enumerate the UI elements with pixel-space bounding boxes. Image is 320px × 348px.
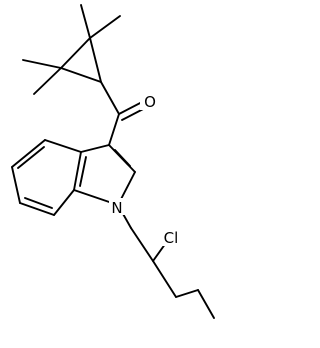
atom-oxygen-background bbox=[140, 92, 158, 110]
atom-chlorine-label: Cl bbox=[164, 229, 179, 247]
bond-benzene-1-double bbox=[79, 156, 87, 187]
atom-nitrogen-background bbox=[109, 198, 125, 215]
bond-methyl-3 bbox=[22, 59, 62, 69]
bond-chain-ch2-ch2 bbox=[175, 289, 199, 298]
bond-benzene-5 bbox=[19, 202, 55, 216]
bond-pyrrole-c3-c2-double bbox=[114, 149, 131, 167]
bond-benzene-5-double bbox=[24, 197, 53, 209]
chemical-structure-diagram: O N Cl bbox=[11, 4, 215, 319]
bond-benzene-4 bbox=[11, 166, 21, 204]
bond-carbonyl-to-indole bbox=[108, 113, 120, 146]
bond-benzene-6 bbox=[53, 189, 75, 216]
bond-benzene-2 bbox=[44, 139, 82, 153]
bonds bbox=[11, 4, 215, 319]
bond-benzene-3 bbox=[11, 139, 46, 168]
atom-chlorine: Cl bbox=[160, 228, 182, 247]
bond-chcl-to-ch2 bbox=[152, 260, 177, 298]
bond-pyrrole-c3a-c3 bbox=[80, 144, 110, 153]
bond-methyl-1 bbox=[80, 4, 91, 39]
bond-ch2-to-chcl bbox=[130, 227, 154, 262]
bond-benzene-1 bbox=[73, 151, 82, 191]
bond-chain-ch2-ch3 bbox=[197, 289, 215, 319]
bond-methyl-4 bbox=[33, 67, 62, 95]
atom-chlorine-background bbox=[160, 228, 182, 246]
bond-ring-to-carbonyl bbox=[100, 81, 120, 115]
atom-oxygen-label: O bbox=[144, 93, 156, 111]
atom-nitrogen-label: N bbox=[111, 199, 122, 217]
atom-nitrogen: N bbox=[109, 198, 125, 217]
bond-methyl-2 bbox=[89, 15, 121, 39]
bond-benzene-3-double bbox=[17, 146, 45, 169]
bond-cyclopropane-2 bbox=[60, 67, 102, 83]
bond-cyclopropane-3 bbox=[89, 37, 102, 83]
atom-oxygen: O bbox=[140, 92, 158, 111]
bond-cyclopropane-1 bbox=[60, 37, 91, 69]
